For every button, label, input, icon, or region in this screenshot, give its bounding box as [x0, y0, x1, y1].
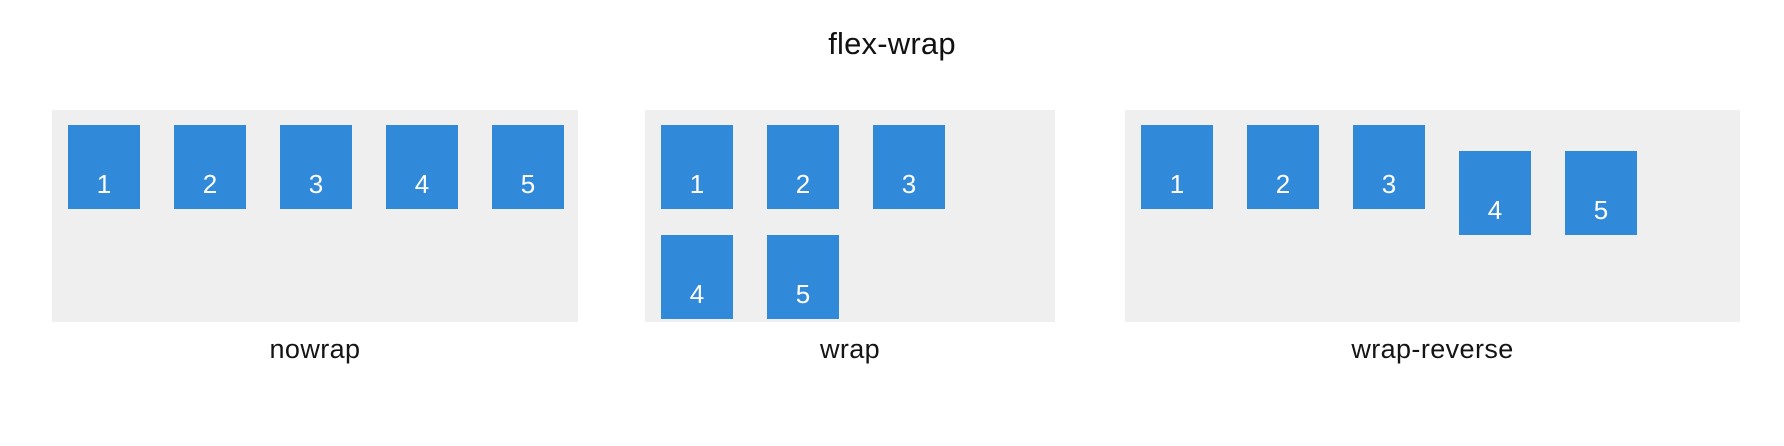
flex-container-nowrap: 1 2 3 4 5 — [52, 110, 578, 322]
flex-item: 5 — [492, 125, 564, 209]
panel-label-wrap: wrap — [819, 334, 881, 364]
flex-item: 1 — [661, 125, 733, 209]
page-title: flex-wrap — [828, 26, 956, 61]
flex-item: 3 — [280, 125, 352, 209]
panel-nowrap: 1 2 3 4 5 nowrap — [52, 110, 578, 365]
flex-item: 1 — [68, 125, 140, 209]
flex-item: 5 — [767, 235, 839, 319]
flex-item: 2 — [174, 125, 246, 209]
panel-wrap-reverse: 1 2 3 4 5 wrap-reverse — [1125, 110, 1740, 365]
flex-container-wrap-reverse: 1 2 3 4 5 — [1125, 110, 1740, 322]
flex-item: 3 — [1353, 125, 1425, 209]
flex-item: 2 — [1247, 125, 1319, 209]
panel-label-wrap-reverse: wrap-reverse — [1351, 334, 1514, 364]
flex-item: 3 — [873, 125, 945, 209]
flex-item: 2 — [767, 125, 839, 209]
panels-row: 1 2 3 4 5 nowrap 1 2 3 4 5 wrap 1 2 — [0, 110, 1784, 410]
flex-item: 4 — [1459, 151, 1531, 235]
flex-item: 4 — [386, 125, 458, 209]
flex-item: 1 — [1141, 125, 1213, 209]
panel-wrap: 1 2 3 4 5 wrap — [645, 110, 1055, 365]
flex-item: 5 — [1565, 151, 1637, 235]
panel-label-nowrap: nowrap — [269, 334, 361, 364]
flex-container-wrap: 1 2 3 4 5 — [645, 110, 1055, 322]
flex-item: 4 — [661, 235, 733, 319]
